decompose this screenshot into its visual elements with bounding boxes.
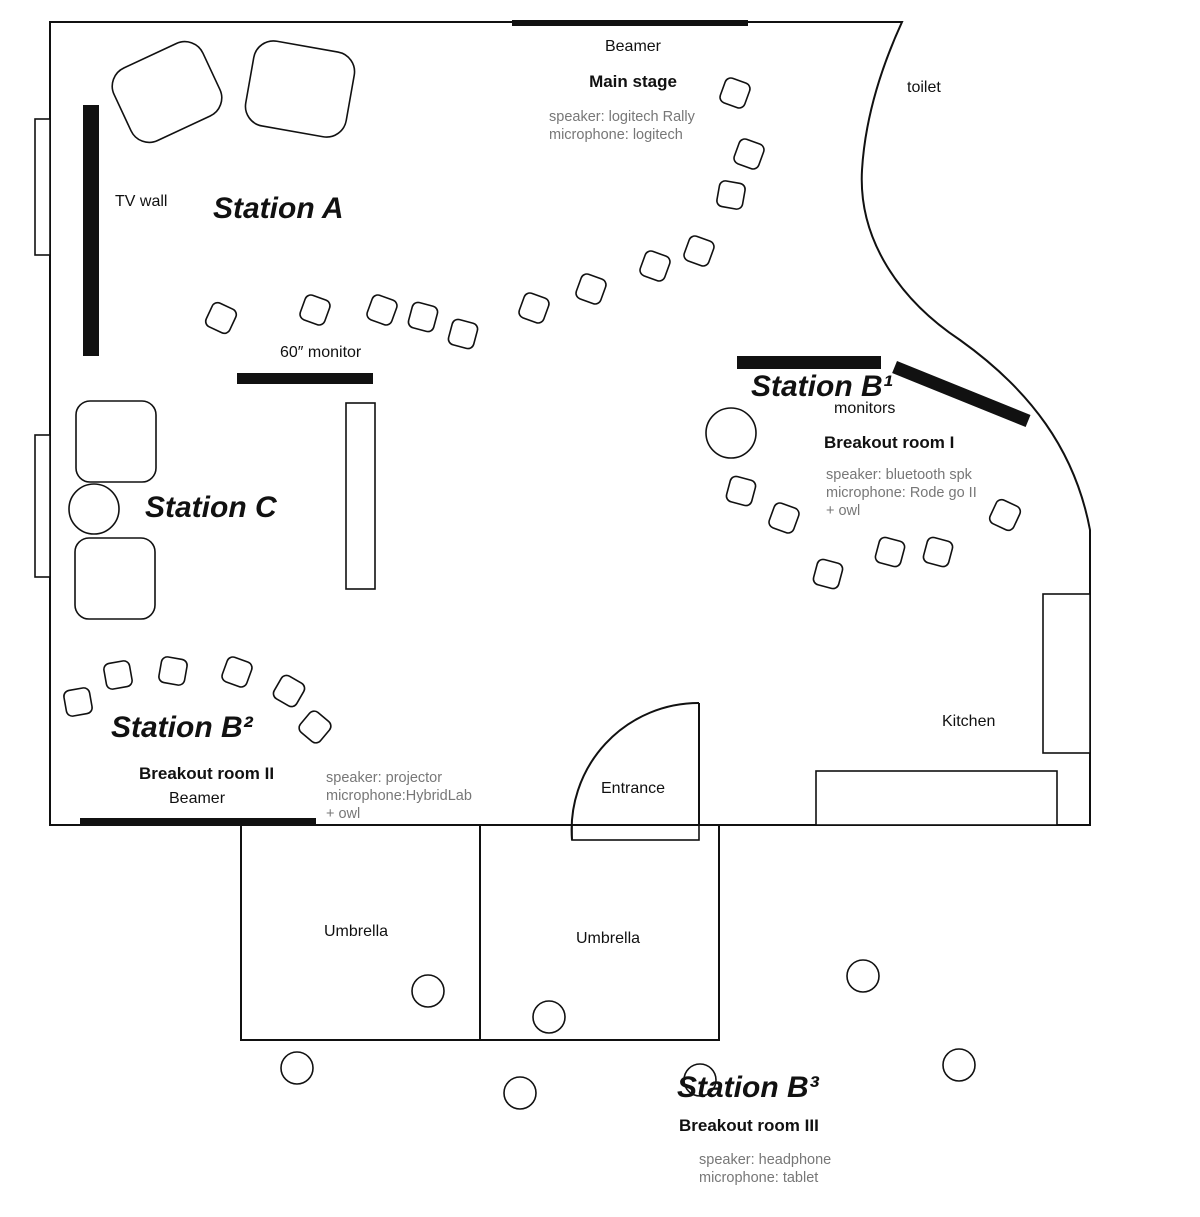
- sofa-c-top: [75, 400, 157, 483]
- stool: [298, 710, 332, 744]
- station-b1-title: Station B¹: [751, 370, 893, 403]
- outdoor-stool: [942, 1048, 976, 1082]
- b3-microphone: microphone: tablet: [699, 1170, 818, 1186]
- beamer-screen-top: [512, 20, 748, 26]
- monitor-60-bar: [237, 373, 373, 384]
- stool: [683, 235, 715, 267]
- umbrella-right-label: Umbrella: [576, 930, 640, 947]
- stool: [988, 498, 1022, 532]
- stool: [158, 656, 188, 686]
- stool: [812, 558, 844, 590]
- main-stage-speaker: speaker: logitech Rally: [549, 109, 696, 125]
- armchair-a2: [244, 40, 356, 138]
- tv-wall-label: TV wall: [115, 193, 167, 210]
- stools: [63, 77, 1022, 744]
- stool: [204, 301, 238, 335]
- b2-microphone: microphone:HybridLab: [326, 788, 472, 804]
- station-b3-title: Station B³: [677, 1071, 820, 1104]
- stool: [639, 250, 671, 282]
- monitor-b1-left: [737, 356, 881, 369]
- stool: [725, 475, 757, 507]
- stool: [407, 301, 439, 333]
- station-b2-title: Station B²: [111, 711, 254, 744]
- stool: [716, 180, 746, 210]
- main-stage-title: Main stage: [589, 72, 677, 91]
- outdoor-stool: [280, 1051, 314, 1085]
- stool: [366, 294, 398, 326]
- sofa-c-bottom: [74, 537, 156, 620]
- tall-table: [345, 402, 376, 590]
- stool: [719, 77, 751, 109]
- entrance-door: [570, 701, 700, 841]
- stool: [575, 273, 607, 305]
- beamer-bottom-label: Beamer: [169, 790, 226, 807]
- b2-owl: + owl: [326, 806, 360, 822]
- umbrella-left-label: Umbrella: [324, 923, 388, 940]
- b1-microphone: microphone: Rode go II: [826, 485, 977, 501]
- stool: [518, 292, 550, 324]
- kitchen-label: Kitchen: [942, 713, 995, 730]
- monitor-60-label: 60″ monitor: [280, 344, 362, 361]
- stool: [103, 660, 133, 690]
- kitchen-counter-side: [1042, 593, 1091, 754]
- outer-wall: [49, 21, 1091, 826]
- beamer-top-label: Beamer: [605, 38, 662, 55]
- breakout-room-2-title: Breakout room II: [139, 764, 274, 783]
- window-upper: [34, 118, 51, 256]
- station-c-title: Station C: [145, 491, 278, 524]
- stool: [447, 318, 479, 350]
- toilet-label: toilet: [907, 79, 941, 96]
- stool: [733, 138, 765, 170]
- stool: [768, 502, 800, 534]
- stool: [922, 536, 954, 568]
- stool: [63, 687, 93, 717]
- stool: [272, 674, 306, 708]
- tv-wall: [83, 105, 99, 356]
- beamer-screen-bottom: [80, 818, 316, 824]
- stool: [299, 294, 331, 326]
- stool: [874, 536, 906, 568]
- monitor-b1-right: [892, 360, 1031, 427]
- outdoor-stool: [503, 1076, 537, 1110]
- station-a-title: Station A: [213, 192, 344, 225]
- round-table-c: [68, 483, 120, 535]
- entrance-label: Entrance: [601, 780, 665, 797]
- armchair-a1: [111, 40, 223, 144]
- outdoor-stool: [683, 1063, 717, 1097]
- umbrella-area-right: [479, 824, 720, 1041]
- b1-owl: + owl: [826, 503, 860, 519]
- b2-speaker: speaker: projector: [326, 770, 442, 786]
- outdoor-stool: [846, 959, 880, 993]
- round-table-b1: [705, 407, 757, 459]
- b1-speaker: speaker: bluetooth spk: [826, 467, 973, 483]
- breakout-room-3-title: Breakout room III: [679, 1116, 819, 1135]
- b3-speaker: speaker: headphone: [699, 1152, 831, 1168]
- stool: [221, 656, 253, 688]
- window-lower: [34, 434, 51, 578]
- main-stage-microphone: microphone: logitech: [549, 127, 683, 143]
- kitchen-counter-bottom: [815, 770, 1058, 826]
- outdoor-stool: [532, 1000, 566, 1034]
- breakout-room-1-title: Breakout room I: [824, 433, 954, 452]
- outdoor-stool: [411, 974, 445, 1008]
- monitors-label: monitors: [834, 400, 895, 417]
